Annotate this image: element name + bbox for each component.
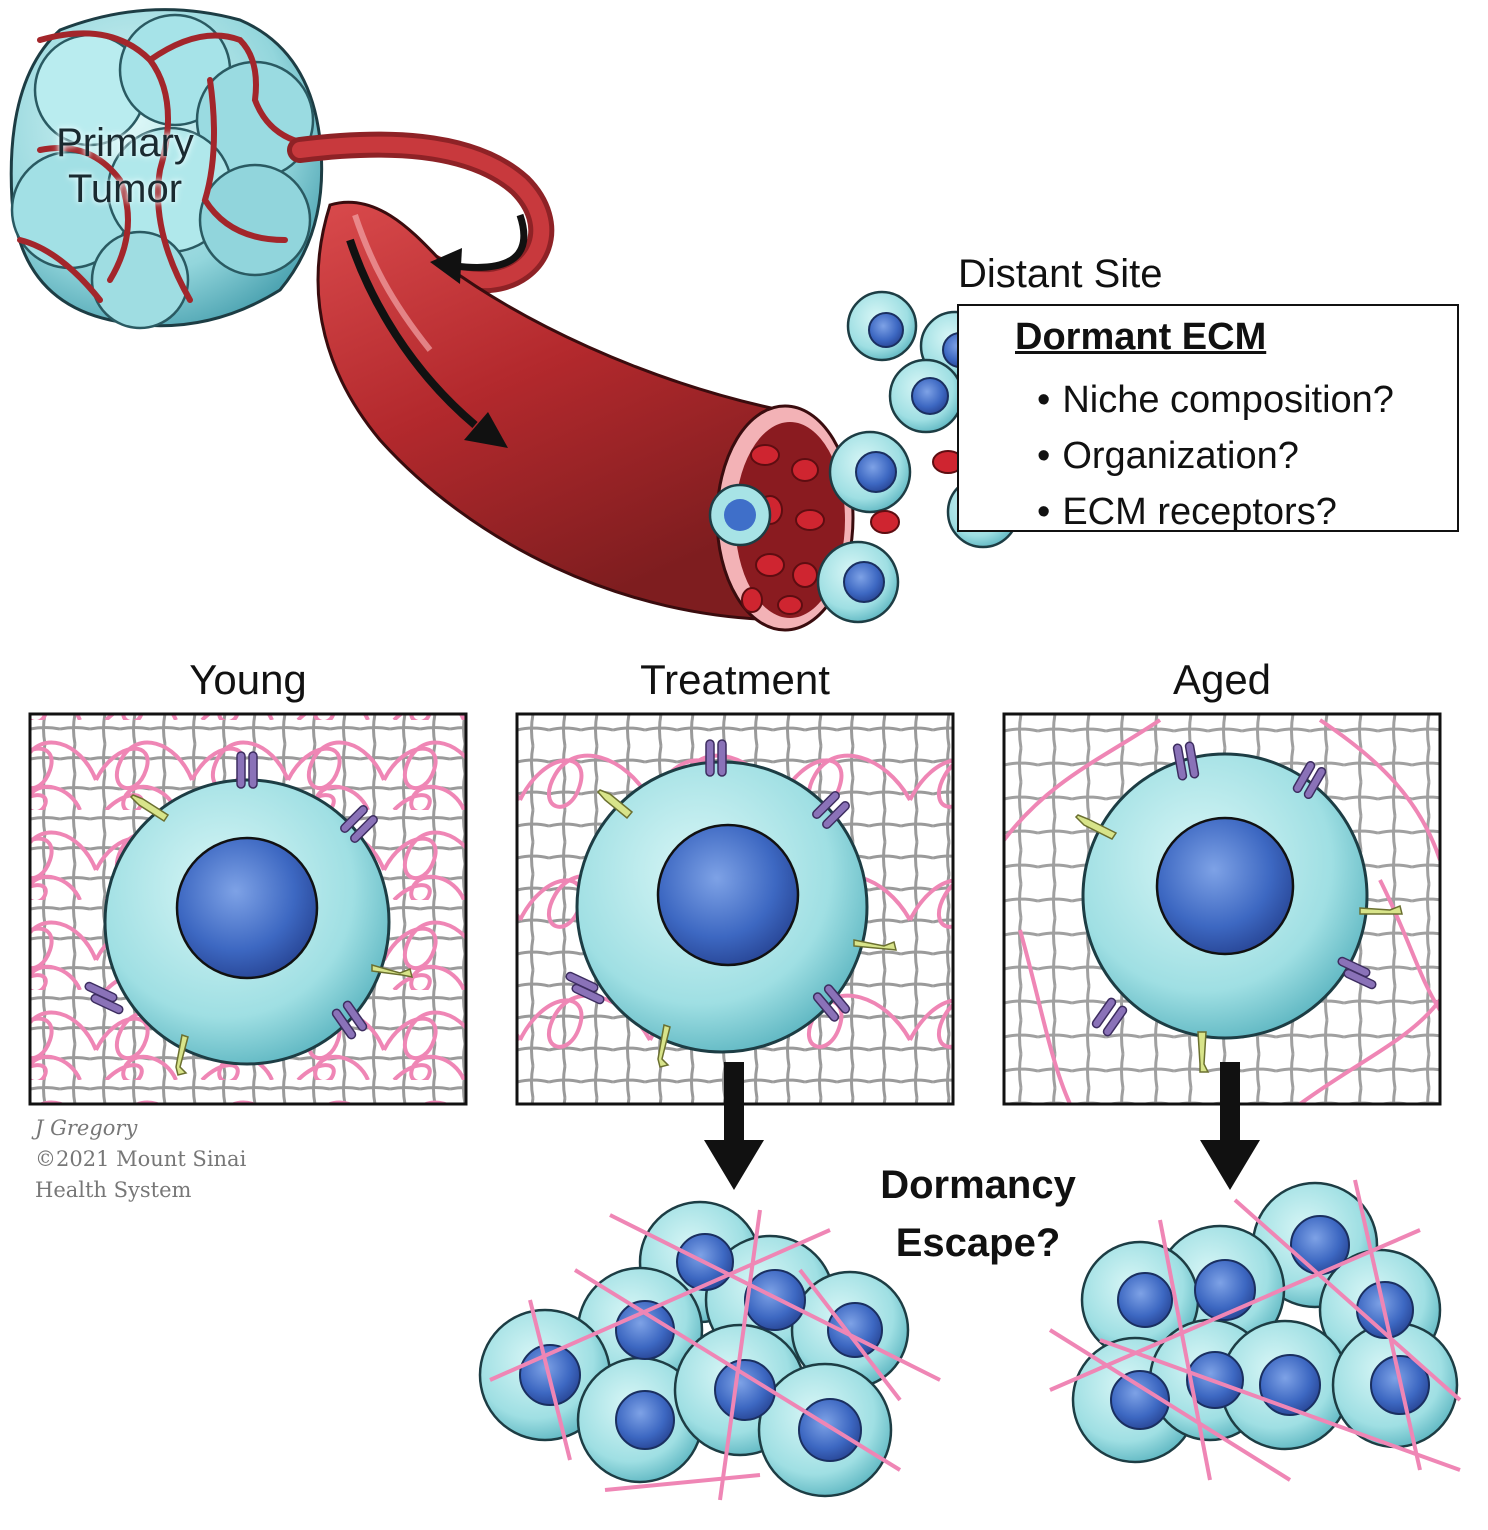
blood-vessel bbox=[287, 131, 855, 632]
dormant-ecm-title: Dormant ECM bbox=[1015, 316, 1267, 358]
primary-tumor-line1: Primary bbox=[56, 121, 194, 165]
panel-title-young: Young bbox=[189, 656, 307, 703]
panel-title-aged: Aged bbox=[1172, 656, 1272, 703]
ecm-receptors bbox=[84, 739, 1403, 1076]
proliferating-cluster-aged bbox=[1048, 1179, 1462, 1482]
credit-copyright: ©2021 Mount Sinai bbox=[35, 1147, 247, 1171]
dormancy-escape-line1: Dormancy bbox=[880, 1163, 1076, 1207]
ecm-question-item: ECM receptors? bbox=[1037, 484, 1394, 540]
primary-tumor-label: Primary Tumor bbox=[30, 120, 220, 212]
credit-author: J Gregory bbox=[35, 1116, 138, 1140]
primary-tumor bbox=[9, 8, 324, 330]
credit: J Gregory ©2021 Mount Sinai Health Syste… bbox=[35, 1113, 246, 1206]
credit-organization: Health System bbox=[35, 1178, 192, 1202]
flow-arrow-down bbox=[346, 238, 508, 448]
flow-arrow-curved bbox=[430, 213, 528, 284]
ecm-question-item: Organization? bbox=[1037, 428, 1394, 484]
ecm-question-item: Niche composition? bbox=[1037, 372, 1394, 428]
distant-site-label: Distant Site bbox=[958, 252, 1163, 296]
dormant-cell-young bbox=[103, 778, 391, 1066]
arrow-treatment-down bbox=[704, 1062, 764, 1190]
arrow-aged-down bbox=[1200, 1062, 1260, 1190]
red-blood-cells bbox=[741, 444, 825, 615]
dormant-cell-aged bbox=[1081, 752, 1369, 1040]
dormancy-escape-line2: Escape? bbox=[895, 1221, 1061, 1265]
dormant-ecm-box: Dormant ECM Niche composition? Organizat… bbox=[957, 304, 1459, 533]
dormant-ecm-questions: Niche composition? Organization? ECM rec… bbox=[1037, 372, 1394, 540]
primary-tumor-line2: Tumor bbox=[67, 167, 183, 211]
proliferating-cluster-treatment bbox=[478, 1200, 941, 1501]
panel-title-treatment: Treatment bbox=[640, 656, 830, 703]
dormancy-escape-label: Dormancy Escape? bbox=[860, 1156, 1096, 1272]
